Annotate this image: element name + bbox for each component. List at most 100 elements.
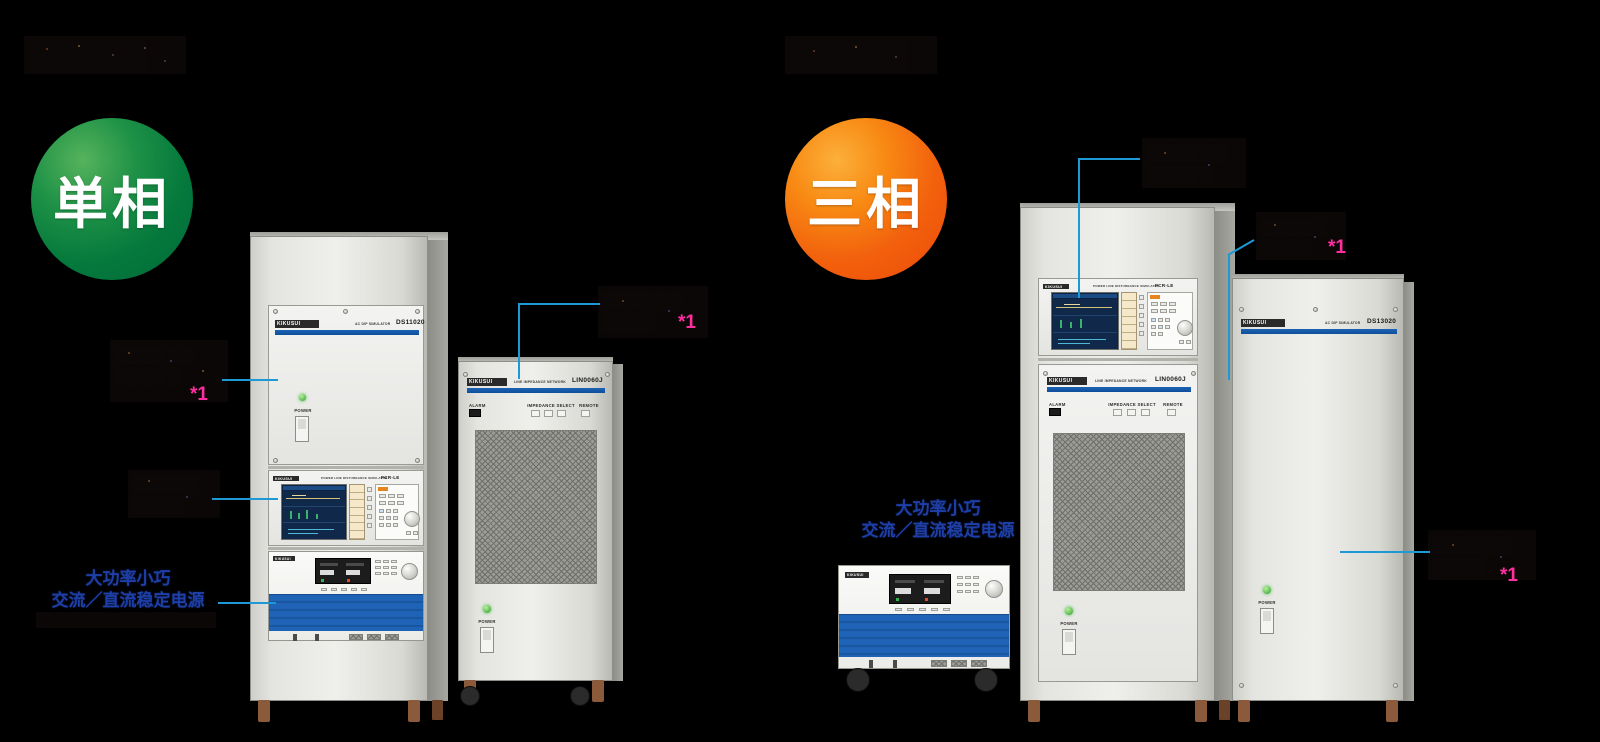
- left-dip-power-label: POWER: [294, 408, 312, 413]
- sp-blue-caption-line2: 交流／直流稳定电源: [51, 590, 205, 610]
- right-dip-bluebar: [1241, 329, 1397, 334]
- left-lin-foot-b: [592, 680, 604, 702]
- left-dip-simulator: KIKUSUI AC DIP SIMULATOR DS11020 POWER: [268, 305, 425, 465]
- tp-leader-1-h: [1078, 158, 1140, 160]
- left-lin-model: LIN0060J: [572, 377, 603, 384]
- badge-three-phase-label: 三相: [806, 173, 925, 235]
- left-lin-brand: KIKUSUI: [467, 378, 507, 386]
- tp-leader-2-v: [1228, 254, 1230, 380]
- left-lin-select-btn-1: [531, 410, 540, 417]
- tp-annotation-mid-marker: *1: [1328, 237, 1346, 258]
- right-controller-knob[interactable]: [1177, 320, 1193, 336]
- left-lin-caster-b: [570, 686, 590, 706]
- right-lin-category: LINE IMPEDANCE NETWORK: [1095, 379, 1147, 383]
- left-dip-category: AC DIP SIMULATOR: [355, 322, 391, 326]
- right-rack-foot-c: [1219, 700, 1230, 720]
- left-controller: KIKUSUI POWER LINE DISTURBANCE SIMULATOR…: [268, 470, 424, 546]
- right-lin-brand: KIKUSUI: [1047, 377, 1087, 385]
- right-controller-lcd[interactable]: [1051, 292, 1119, 350]
- right-psu-knob[interactable]: [985, 580, 1003, 598]
- left-controller-category: POWER LINE DISTURBANCE SIMULATOR: [321, 476, 388, 480]
- left-dip-power-led: [299, 394, 306, 401]
- right-dip-brand: KIKUSUI: [1241, 319, 1285, 327]
- right-controller-sidemenu[interactable]: [1121, 292, 1137, 350]
- right-psu-display: [889, 574, 951, 604]
- left-lin-top: [458, 357, 613, 364]
- left-lin-remote-btn: [581, 410, 590, 417]
- left-psu-display: [315, 558, 371, 584]
- left-lin-power-switch[interactable]: [480, 627, 494, 653]
- left-psu-keypad: [375, 558, 419, 584]
- left-lin-category: LINE IMPEDANCE NETWORK: [514, 380, 566, 384]
- left-panel-gap-1: [268, 466, 424, 469]
- left-dip-brand: KIKUSUI: [275, 320, 319, 328]
- left-controller-keypad: [375, 484, 420, 540]
- left-psu-blue-panel: [269, 594, 423, 631]
- badge-single-phase-label: 単相: [52, 173, 171, 235]
- left-lin-select-btn-3: [557, 410, 566, 417]
- right-section-title: ██████: [785, 36, 937, 74]
- left-controller-softkey-2: [367, 496, 372, 501]
- right-lin-vent: [1053, 433, 1185, 591]
- sp-blue-caption: 大功率小巧 交流／直流稳定电源: [32, 568, 224, 612]
- left-rack-foot-a: [258, 700, 270, 722]
- sp-leader-1: [222, 379, 278, 381]
- left-controller-brand: KIKUSUI: [273, 476, 299, 481]
- right-lin-power-led: [1065, 607, 1073, 615]
- sp-annotation-3-marker: *1: [678, 312, 696, 333]
- tp-leader-1-v: [1078, 158, 1080, 298]
- right-lin-bluebar: [1047, 387, 1191, 392]
- right-controller-model: PCR-LE: [1155, 282, 1174, 288]
- right-lin-alarm-indicator: [1049, 408, 1061, 416]
- right-lin-model: LIN0060J: [1155, 376, 1186, 383]
- sp-leader-4-h: [518, 303, 600, 305]
- left-lin-select-label: IMPEDANCE SELECT: [527, 403, 575, 408]
- right-rack-foot-a: [1028, 700, 1040, 722]
- right-controller: KIKUSUI POWER LINE DISTURBANCE SIMULATOR…: [1038, 278, 1198, 356]
- left-panel-gap-2: [268, 547, 424, 550]
- left-psu-knob[interactable]: [401, 563, 418, 580]
- left-lin-alarm-indicator: [469, 409, 481, 417]
- sp-leader-4-v: [518, 303, 520, 379]
- right-psu-keypad: [957, 574, 1005, 604]
- left-controller-sidemenu[interactable]: [349, 484, 365, 540]
- badge-single-phase: 単相: [31, 118, 193, 280]
- right-lin-unit: KIKUSUI LINE IMPEDANCE NETWORK LIN0060J …: [1038, 364, 1198, 682]
- left-controller-softkey-1: [367, 487, 372, 492]
- right-lin-alarm-label: ALARM: [1049, 402, 1066, 407]
- right-controller-softkey-1: [1139, 295, 1144, 300]
- right-controller-keypad: [1147, 292, 1193, 350]
- right-lin-select-btn-1: [1113, 409, 1122, 416]
- left-dip-power-switch[interactable]: [295, 416, 309, 442]
- sp-annotation-3: ▓▓▓▓▓▓ ▓▓▓▓: [598, 286, 708, 338]
- right-lin-select-btn-3: [1141, 409, 1150, 416]
- sp-leader-2: [212, 498, 278, 500]
- left-section-title: ██████: [24, 36, 186, 74]
- left-controller-knob[interactable]: [404, 511, 420, 527]
- right-controller-softkey-2: [1139, 304, 1144, 309]
- right-dip-power-switch[interactable]: [1260, 608, 1274, 634]
- right-dip-cabinet: KIKUSUI AC DIP SIMULATOR DS13020 POWER: [1232, 278, 1404, 701]
- right-lin-power-switch[interactable]: [1062, 629, 1076, 655]
- left-controller-softkey-4: [367, 514, 372, 519]
- right-lin-remote-label: REMOTE: [1163, 402, 1183, 407]
- badge-three-phase: 三相: [785, 118, 947, 280]
- left-rack-foot-b: [408, 700, 420, 722]
- left-dip-bluebar: [275, 330, 419, 335]
- right-psu-caster-b: [974, 668, 998, 692]
- right-controller-softkey-3: [1139, 313, 1144, 318]
- right-rack-side: [1215, 211, 1235, 701]
- sp-annotation-1-marker: *1: [190, 384, 208, 405]
- tp-annotation-right: ▓▓▓▓▓▓ ▓▓▓▓: [1428, 530, 1536, 580]
- left-lin-side: [613, 364, 623, 681]
- sp-leader-3: [218, 602, 276, 604]
- sp-blue-caption-redacted-line: [36, 612, 216, 628]
- right-dip-foot-a: [1238, 700, 1250, 722]
- tp-blue-caption-line2: 交流／直流稳定电源: [861, 520, 1015, 540]
- left-controller-lcd[interactable]: [281, 484, 347, 540]
- right-dip-category: AC DIP SIMULATOR: [1325, 321, 1361, 325]
- right-controller-softkey-4: [1139, 322, 1144, 327]
- right-dip-power-label: POWER: [1258, 600, 1276, 605]
- tp-annotation-top: ▓▓▓▓▓▓ ▓▓▓▓▓: [1142, 138, 1246, 188]
- right-power-supply: KIKUSUI: [838, 565, 1010, 669]
